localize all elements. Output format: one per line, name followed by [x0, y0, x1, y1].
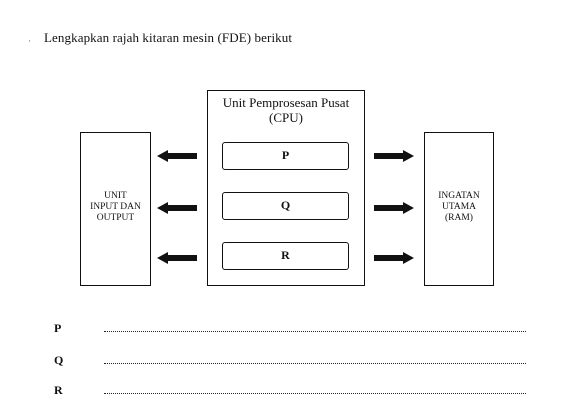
answer-line-r[interactable]	[104, 393, 526, 394]
input-output-unit-label: UNIT INPUT DAN OUTPUT	[90, 191, 141, 223]
answer-label-p: P	[54, 321, 62, 335]
answer-label-r: R	[54, 383, 63, 397]
input-output-unit-box: UNIT INPUT DAN OUTPUT	[80, 132, 151, 286]
question-text: Lengkapkan rajah kitaran mesin (FDE) ber…	[44, 30, 293, 45]
cpu-title: Unit Pemprosesan Pusat (CPU)	[222, 95, 350, 125]
cpu-slot-r: R	[222, 242, 349, 270]
answer-label-q: Q	[54, 353, 64, 367]
right-arrow-icon	[374, 202, 414, 214]
left-arrow-icon	[157, 150, 197, 162]
cpu-slot-p: P	[222, 142, 349, 170]
right-arrow-icon	[374, 252, 414, 264]
cpu-box: Unit Pemprosesan Pusat (CPU) P Q R	[207, 90, 365, 286]
answer-line-p[interactable]	[104, 331, 526, 332]
left-arrow-icon	[157, 202, 197, 214]
bullet-mark: ·	[28, 36, 31, 46]
right-arrow-icon	[374, 150, 414, 162]
main-memory-box: INGATAN UTAMA (RAM)	[424, 132, 494, 286]
cpu-slot-q: Q	[222, 192, 349, 220]
left-arrow-icon	[157, 252, 197, 264]
main-memory-label: INGATAN UTAMA (RAM)	[438, 191, 480, 223]
answer-line-q[interactable]	[104, 363, 526, 364]
